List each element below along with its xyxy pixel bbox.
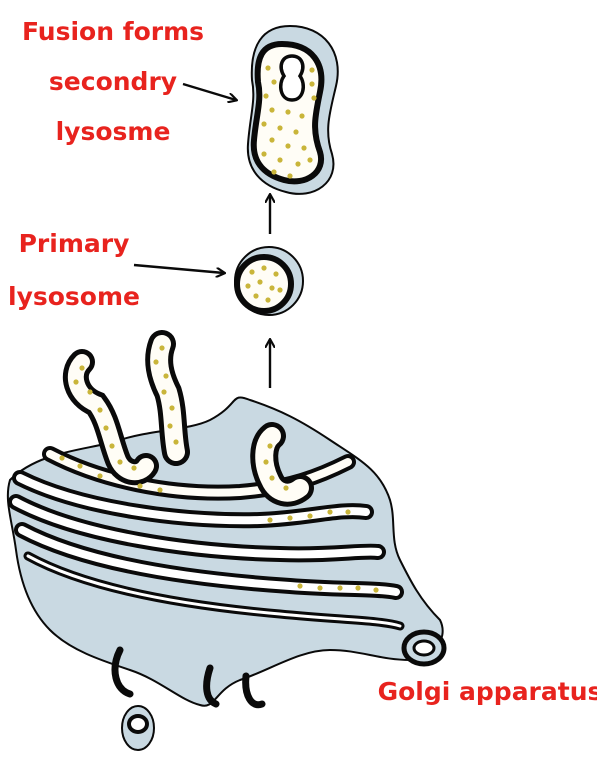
primary-label-line-1: Primary: [19, 229, 130, 258]
golgi-tube-end: [404, 632, 444, 664]
primary-lysosome: [235, 247, 303, 315]
arrow-to-primary-lysosome: [134, 265, 224, 273]
primary-lysosome-label: Primary lysosome: [8, 229, 140, 311]
secondary-lysosome: [248, 26, 338, 194]
primary-label-line-2: lysosome: [8, 282, 140, 311]
arrow-to-secondary-lysosome: [183, 84, 236, 100]
secondary-label-line-3: lysosme: [56, 117, 171, 146]
golgi-apparatus-label: Golgi apparatus: [378, 677, 597, 706]
residual-vacuole: [281, 56, 304, 100]
primary-lysosome-body: [237, 257, 291, 311]
golgi-small-vesicle: [122, 706, 154, 750]
secondary-label-line-2: secondry: [49, 67, 177, 96]
secondary-lysosome-label: Fusion forms secondry lysosme: [22, 17, 204, 146]
secondary-label-line-1: Fusion forms: [22, 17, 204, 46]
